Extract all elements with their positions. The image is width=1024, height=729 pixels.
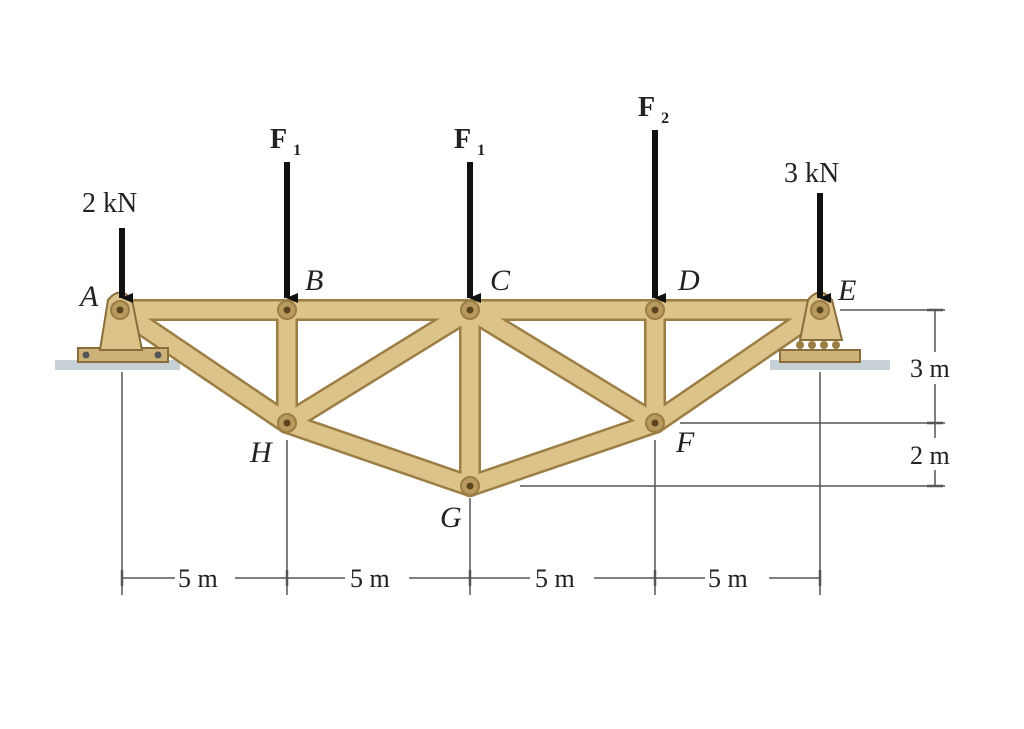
member-HC bbox=[278, 301, 479, 432]
member-CF bbox=[461, 301, 664, 432]
dim-label-BC: 5 m bbox=[350, 564, 390, 593]
joint-label-F: F bbox=[675, 426, 695, 459]
joint-pin-center-G bbox=[466, 482, 474, 490]
ground-supports bbox=[55, 360, 890, 370]
joint-label-H: H bbox=[249, 436, 274, 469]
ground-right bbox=[770, 360, 890, 370]
load-label-C-text-subscript: 1 bbox=[477, 142, 485, 159]
member-GF bbox=[461, 414, 664, 495]
load-label-E: 3 kN bbox=[784, 158, 839, 189]
joint-label-G: G bbox=[440, 501, 462, 534]
dim-label-height-3: 3 m bbox=[910, 354, 950, 383]
load-label-D-text-subscript: 2 bbox=[661, 110, 669, 127]
load-label-D-text: F bbox=[638, 92, 654, 123]
joint-label-D: D bbox=[677, 264, 700, 297]
joint-label-C: C bbox=[490, 264, 511, 297]
dimension-labels: 5 m 5 m 5 m 5 m 3 m 2 m bbox=[175, 352, 968, 593]
dim-label-height-2: 2 m bbox=[910, 441, 950, 470]
load-label-C: F 1 bbox=[454, 124, 485, 159]
dim-label-DE: 5 m bbox=[708, 564, 748, 593]
joint-pin-center-A bbox=[116, 306, 124, 314]
joint-labels: A B C D E F G H bbox=[78, 264, 856, 534]
support-pin-A bbox=[77, 291, 169, 363]
load-label-A: 2 kN bbox=[82, 188, 137, 219]
members bbox=[109, 299, 831, 497]
dim-label-AB: 5 m bbox=[178, 564, 218, 593]
joint-label-A: A bbox=[78, 280, 99, 313]
load-label-D: F 2 bbox=[638, 92, 669, 127]
ground-left bbox=[55, 360, 180, 370]
load-label-B-text: F bbox=[270, 124, 286, 155]
dim-label-CD: 5 m bbox=[535, 564, 575, 593]
joint-pin-center-F bbox=[651, 419, 659, 427]
joint-pin-center-E bbox=[816, 306, 824, 314]
joints bbox=[110, 300, 830, 496]
load-label-B: F 1 bbox=[270, 124, 301, 159]
member-FE bbox=[646, 301, 829, 432]
joint-label-E: E bbox=[837, 274, 856, 307]
joint-pin-center-B bbox=[283, 306, 291, 314]
member-HG bbox=[278, 414, 479, 495]
joint-pin-center-C bbox=[466, 306, 474, 314]
joint-label-B: B bbox=[305, 264, 323, 297]
load-label-B-text-subscript: 1 bbox=[293, 142, 301, 159]
load-label-C-text: F bbox=[454, 124, 470, 155]
joint-pin-center-H bbox=[283, 419, 291, 427]
loads: 2 kN F 1 F 1 F 2 3 kN bbox=[82, 92, 839, 303]
member-AH bbox=[111, 301, 296, 432]
joint-pin-center-D bbox=[651, 306, 659, 314]
